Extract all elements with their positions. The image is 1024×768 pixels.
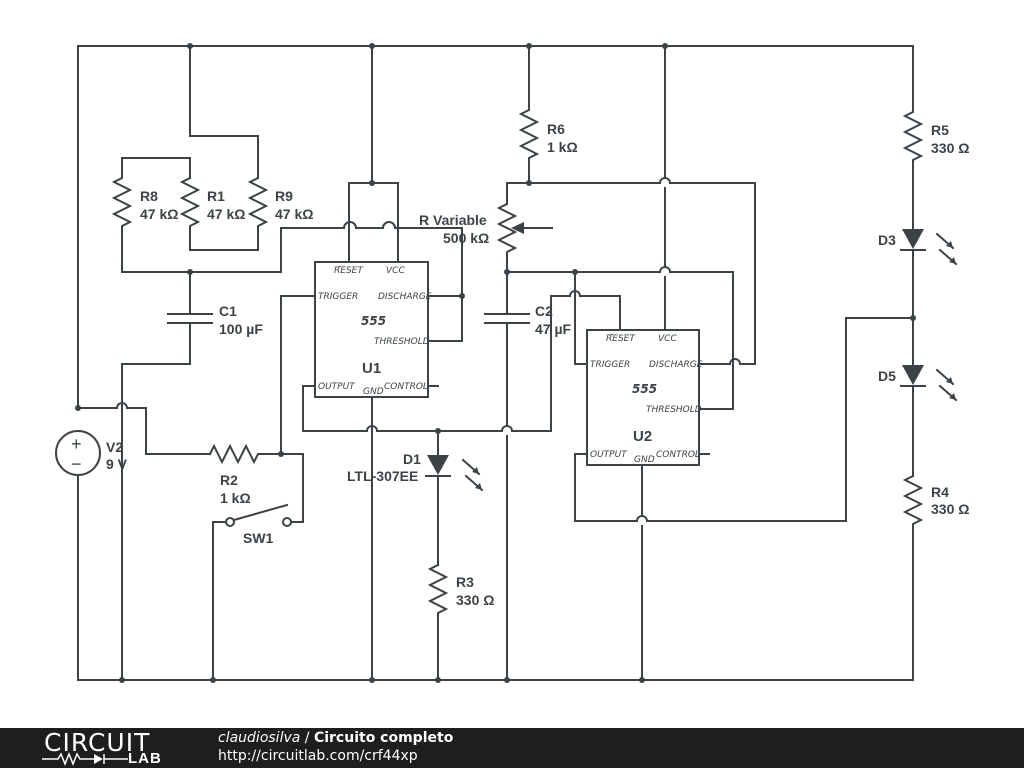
voltage-source-v2[interactable]: + − V2 9 V <box>55 430 128 476</box>
u2-pin-trigger: TRIGGER <box>590 360 630 370</box>
title-separator: / <box>300 730 314 746</box>
resistor-r2[interactable]: R2 1 kΩ <box>208 443 304 523</box>
u1-pin-threshold: THRESHOLD <box>374 337 430 347</box>
r2-value: 1 kΩ <box>220 490 251 506</box>
ic-u1[interactable]: RESET VCC TRIGGER DISCHARGE 555 THRESHOL… <box>302 45 621 681</box>
u2-pin-control: CONTROL <box>656 450 700 460</box>
resistor-diode-icon <box>42 752 128 766</box>
footer-bar: CIRCUIT LAB claudiosilva / Circuito comp… <box>0 728 1024 768</box>
circuitlab-logo[interactable]: CIRCUIT LAB <box>40 728 180 768</box>
wire-vcc-r2 <box>77 402 211 455</box>
r1-value: 47 kΩ <box>207 206 245 222</box>
circuit-url[interactable]: http://circuitlab.com/crf44xp <box>218 748 418 764</box>
wire-u2-trigger <box>574 271 588 365</box>
r9-value: 47 kΩ <box>275 206 313 222</box>
u1-pin-gnd: GND <box>363 387 384 397</box>
circuit-schematic: R8 47 kΩ R1 47 kΩ R9 47 kΩ C1 100 µF + −… <box>55 43 969 683</box>
wire-vcc-r9 <box>189 45 259 179</box>
u1-type: 555 <box>361 314 386 328</box>
r6-value: 1 kΩ <box>547 139 578 155</box>
u2-pin-threshold: THRESHOLD <box>646 405 702 415</box>
plus-icon: + <box>71 434 82 454</box>
switch-sw1[interactable]: SW1 <box>212 503 292 681</box>
capacitor-c1[interactable]: C1 100 µF <box>121 271 263 405</box>
resistor-r9[interactable]: R9 47 kΩ <box>189 176 313 251</box>
u2-pin-gnd: GND <box>634 455 655 465</box>
wire-u1-trigger <box>280 295 316 455</box>
v2-value: 9 V <box>106 456 128 472</box>
d1-value: LTL-307EE <box>347 468 418 484</box>
r8-value: 47 kΩ <box>140 206 178 222</box>
wire-r8-r1-top <box>121 157 191 179</box>
rv-value: 500 kΩ <box>443 230 489 246</box>
circuit-title: claudiosilva / Circuito completo <box>218 730 453 746</box>
author-link[interactable]: claudiosilva <box>218 730 301 746</box>
u1-pin-discharge: DISCHARGE <box>378 292 432 302</box>
r3-value: 330 Ω <box>456 592 494 608</box>
resistor-r5[interactable]: R5 330 Ω <box>902 45 969 229</box>
resistor-r4[interactable]: R4 330 Ω <box>902 474 969 681</box>
wire-r6-u2-discharge <box>506 177 756 365</box>
u1-pin-trigger: TRIGGER <box>318 292 358 302</box>
r9-ref: R9 <box>275 188 293 204</box>
u1-pin-output: OUTPUT <box>318 382 356 392</box>
c2-ref: C2 <box>535 303 553 319</box>
d5-ref: D5 <box>878 368 896 384</box>
resistor-r6[interactable]: R6 1 kΩ <box>518 45 578 184</box>
wire-r-network-threshold <box>121 227 463 297</box>
c1-ref: C1 <box>219 303 237 319</box>
d3-ref: D3 <box>878 232 896 248</box>
potentiometer-r-variable[interactable]: R Variable 500 kΩ <box>419 182 553 273</box>
minus-icon: − <box>71 454 82 474</box>
r3-ref: R3 <box>456 574 474 590</box>
resistor-r8[interactable]: R8 47 kΩ <box>111 157 178 273</box>
r8-ref: R8 <box>140 188 158 204</box>
c1-value: 100 µF <box>219 321 263 337</box>
circuit-name: Circuito completo <box>313 730 454 746</box>
logo-text-circuit: CIRCUIT <box>44 728 151 757</box>
hop <box>381 221 397 230</box>
r6-ref: R6 <box>547 121 565 137</box>
resistor-r3[interactable]: R3 330 Ω <box>427 563 494 681</box>
vcc-rail <box>77 43 914 409</box>
c2-value: 47 µF <box>535 321 572 337</box>
u2-ref: U2 <box>633 428 652 445</box>
u2-pin-output: OUTPUT <box>590 450 628 460</box>
u2-pin-vcc: VCC <box>658 334 677 344</box>
r2-ref: R2 <box>220 472 238 488</box>
r5-ref: R5 <box>931 122 949 138</box>
capacitor-c2[interactable]: C2 47 µF <box>484 271 572 681</box>
u1-pin-control: CONTROL <box>384 382 428 392</box>
r5-value: 330 Ω <box>931 140 969 156</box>
led-d5[interactable]: D5 <box>878 365 958 477</box>
u2-pin-reset: RESET <box>606 334 636 344</box>
gnd-rail <box>77 474 914 683</box>
u1-pin-vcc: VCC <box>386 266 405 276</box>
led-d3[interactable]: D3 <box>878 229 958 365</box>
r4-ref: R4 <box>931 484 949 500</box>
r4-value: 330 Ω <box>931 501 969 517</box>
u2-type: 555 <box>632 382 657 396</box>
v2-ref: V2 <box>106 439 123 455</box>
r1-ref: R1 <box>207 188 225 204</box>
led-d1[interactable]: D1 LTL-307EE <box>347 430 484 566</box>
rv-ref: R Variable <box>419 212 487 228</box>
d1-ref: D1 <box>403 451 421 467</box>
wire-u2-threshold <box>506 266 734 410</box>
resistor-r1[interactable]: R1 47 kΩ <box>179 176 245 251</box>
ic-u2[interactable]: RESET VCC TRIGGER DISCHARGE 555 THRESHOL… <box>574 45 914 681</box>
sw1-ref: SW1 <box>243 530 274 546</box>
logo-text-lab: LAB <box>128 750 162 767</box>
u2-pin-discharge: DISCHARGE <box>649 360 703 370</box>
u1-ref: U1 <box>362 360 381 377</box>
u1-pin-reset: RESET <box>334 266 364 276</box>
